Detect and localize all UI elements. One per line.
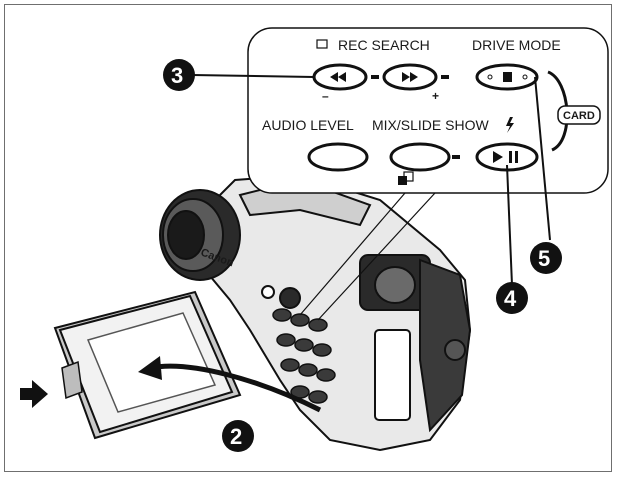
camcorder: [159, 173, 472, 452]
rewind-icon: [330, 72, 346, 82]
callout-3-line: [191, 74, 315, 78]
connector-2: [441, 75, 449, 79]
side-button-panel: [272, 308, 336, 404]
fast-forward-icon: [402, 72, 418, 82]
callout-5: 5: [530, 242, 562, 274]
audio-level-button[interactable]: [307, 142, 369, 172]
fast-forward-button[interactable]: [382, 63, 438, 91]
flash-icon: [506, 117, 514, 133]
callout-2: 2: [222, 420, 254, 452]
side-dial: [279, 287, 301, 309]
mix-slide-show-label: MIX/SLIDE SHOW: [372, 117, 489, 133]
connector-3: [452, 155, 460, 159]
stop-icon: [503, 72, 512, 82]
card-small-icon: [316, 39, 328, 49]
connector-1: [371, 75, 379, 79]
lcd-screen: [53, 290, 242, 440]
slide-show-icon: [398, 171, 414, 185]
callout-5-number: 5: [538, 246, 550, 271]
drive-mode-label: DRIVE MODE: [472, 37, 561, 53]
minus-label: –: [322, 89, 329, 103]
camcorder-side: [419, 258, 472, 433]
rec-search-label: REC SEARCH: [338, 37, 430, 53]
callout-3: 3: [163, 59, 195, 91]
side-slot: [374, 329, 411, 421]
side-knob: [444, 339, 466, 361]
plus-label: +: [432, 89, 439, 103]
callout-4-number: 4: [504, 286, 517, 311]
callout-3-number: 3: [171, 63, 183, 88]
open-direction-arrow-icon: [149, 363, 322, 413]
viewfinder-eyepiece: [374, 266, 416, 304]
card-badge: [557, 105, 601, 125]
side-dial-2: [261, 285, 275, 299]
callout-2-number: 2: [230, 424, 242, 449]
audio-level-label: AUDIO LEVEL: [262, 117, 354, 133]
callout-4-line: [506, 164, 513, 286]
callout-5-line: [534, 76, 551, 241]
card-label: CARD: [563, 110, 595, 122]
open-arrow-head: [138, 356, 162, 380]
lens-glass: [167, 210, 205, 260]
play-pause-icon: [493, 151, 518, 163]
mix-slide-show-button[interactable]: [389, 142, 451, 172]
rewind-button[interactable]: [312, 63, 368, 91]
push-arrow-icon: [20, 380, 48, 408]
drive-mode-button[interactable]: [475, 63, 539, 91]
lcd-latch: [61, 360, 83, 400]
callout-4: 4: [496, 282, 528, 314]
